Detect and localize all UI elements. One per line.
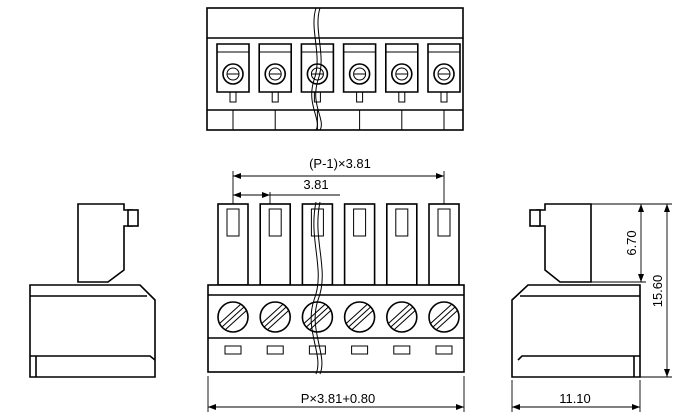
pin-housing bbox=[428, 203, 460, 286]
right-view-body bbox=[511, 284, 641, 378]
pin-housing bbox=[259, 203, 292, 286]
top-pin-cavity bbox=[258, 43, 292, 130]
left-view-upper bbox=[77, 203, 133, 283]
wire-slot bbox=[266, 345, 284, 355]
depth-dimension: 11.10 bbox=[511, 380, 641, 412]
top-pin-cavity bbox=[216, 43, 250, 130]
screw-icon bbox=[428, 301, 460, 333]
screw-icon bbox=[259, 301, 292, 333]
right-side-view: 6.70 15.60 11.10 bbox=[511, 203, 672, 412]
wire-slot bbox=[393, 345, 411, 355]
upper-height-dimension: 6.70 bbox=[591, 203, 646, 283]
screw-icon bbox=[217, 301, 249, 333]
pitch-formula-dimension: (P-1)×3.81 bbox=[232, 156, 445, 204]
upper-height-label: 6.70 bbox=[624, 230, 639, 255]
pin-housing bbox=[217, 203, 249, 286]
left-view-body bbox=[29, 284, 156, 378]
left-side-view bbox=[29, 203, 156, 378]
front-view-screws bbox=[217, 301, 460, 333]
screw-icon bbox=[343, 301, 376, 333]
total-height-label: 15.60 bbox=[650, 275, 665, 308]
wire-slot bbox=[435, 345, 453, 355]
total-length-label: P×3.81+0.80 bbox=[301, 391, 375, 406]
top-pin-cavity bbox=[427, 43, 461, 130]
top-pin-cavity bbox=[342, 43, 377, 130]
wire-slot bbox=[351, 345, 369, 355]
top-view bbox=[206, 7, 464, 131]
top-break-line bbox=[311, 7, 318, 131]
front-view-body bbox=[207, 284, 465, 373]
front-view: (P-1)×3.81 3.81 P×3.81+0.80 bbox=[207, 156, 465, 412]
pin-housing bbox=[385, 203, 418, 286]
top-view-pins bbox=[216, 43, 461, 130]
right-view-upper bbox=[536, 203, 592, 283]
front-break-line bbox=[310, 201, 319, 375]
pitch-formula-label: (P-1)×3.81 bbox=[309, 156, 371, 171]
pin-housing bbox=[301, 203, 334, 286]
pitch-dimension: 3.81 bbox=[233, 177, 340, 204]
front-view-pin-housings bbox=[217, 203, 460, 286]
top-view-outline bbox=[206, 7, 464, 131]
total-height-dimension: 15.60 bbox=[640, 203, 672, 378]
top-pin-cavity bbox=[385, 43, 419, 130]
pin-housing bbox=[343, 203, 376, 286]
pitch-label: 3.81 bbox=[303, 177, 328, 192]
wire-slot bbox=[224, 345, 242, 355]
depth-label: 11.10 bbox=[559, 391, 591, 406]
screw-icon bbox=[385, 301, 418, 333]
total-length-dimension: P×3.81+0.80 bbox=[207, 376, 465, 412]
